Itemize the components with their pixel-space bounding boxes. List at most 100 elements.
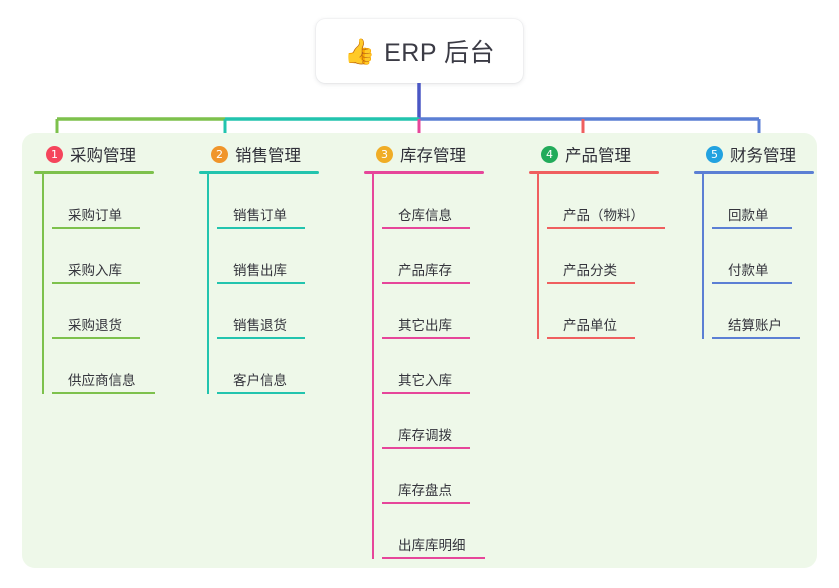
branch-header-rule: [34, 171, 154, 174]
branch-children: 产品（物料） 产品分类产品单位: [529, 174, 665, 339]
branch-badge-2: 2: [211, 145, 228, 163]
branch-children: 销售订单销售出库销售退货客户信息: [199, 174, 319, 394]
root-node[interactable]: 👍 ERP 后台: [316, 19, 523, 83]
branch-header-rule: [199, 171, 319, 174]
branch-header-库存管理[interactable]: 3 库存管理: [364, 141, 484, 167]
branch-child-rule: [217, 282, 305, 284]
branch-child-item[interactable]: 销售出库: [217, 229, 319, 284]
branch-column-财务管理: 5 财务管理回款单付款单结算账户: [694, 141, 814, 339]
branch-child-rule: [52, 337, 140, 339]
branch-header-rule: [529, 171, 659, 174]
branch-badge-1: 1: [46, 145, 63, 163]
branch-spine: [537, 174, 539, 339]
branch-children: 回款单付款单结算账户: [694, 174, 814, 339]
branch-child-item[interactable]: 付款单: [712, 229, 814, 284]
branch-child-item[interactable]: 供应商信息: [52, 339, 155, 394]
branch-child-rule: [547, 337, 635, 339]
branch-child-rule: [382, 227, 470, 229]
branch-child-item[interactable]: 出库库明细: [382, 504, 485, 559]
branch-child-label: 结算账户: [728, 318, 782, 333]
branch-label: 财务管理: [730, 147, 796, 165]
branch-spine: [372, 174, 374, 559]
branch-child-label: 销售退货: [233, 318, 287, 333]
branch-child-item[interactable]: 库存调拨: [382, 394, 484, 449]
branch-child-item[interactable]: 产品单位: [547, 284, 659, 339]
branch-child-rule: [52, 282, 140, 284]
branch-child-rule: [712, 337, 800, 339]
branch-child-label: 仓库信息: [398, 208, 452, 223]
branch-child-label: 回款单: [728, 208, 769, 223]
branch-children: 仓库信息产品库存其它出库其它入库库存调拨库存盘点出库库明细: [364, 174, 485, 559]
branch-header-rule: [364, 171, 484, 174]
branch-label: 产品管理: [565, 147, 631, 165]
branch-label: 采购管理: [70, 147, 136, 165]
branch-label: 销售管理: [235, 147, 301, 165]
branch-child-rule: [52, 392, 155, 394]
branch-child-item[interactable]: 其它入库: [382, 339, 484, 394]
branch-child-label: 产品库存: [398, 263, 452, 278]
branch-spine: [207, 174, 209, 394]
branch-child-rule: [712, 282, 792, 284]
branch-child-item[interactable]: 其它出库: [382, 284, 484, 339]
branch-child-item[interactable]: 产品（物料）: [547, 174, 665, 229]
thumbs-up-icon: 👍: [343, 36, 376, 66]
branch-child-label: 库存调拨: [398, 428, 452, 443]
branch-child-rule: [712, 227, 792, 229]
branch-child-label: 销售出库: [233, 263, 287, 278]
branch-child-item[interactable]: 结算账户: [712, 284, 814, 339]
branch-child-item[interactable]: 采购订单: [52, 174, 154, 229]
branch-child-label: 其它入库: [398, 373, 452, 388]
branch-child-rule: [547, 227, 665, 229]
branch-child-label: 其它出库: [398, 318, 452, 333]
root-title: ERP 后台: [384, 39, 496, 67]
branch-child-rule: [217, 337, 305, 339]
branch-child-item[interactable]: 采购入库: [52, 229, 154, 284]
branch-column-销售管理: 2 销售管理销售订单销售出库销售退货客户信息: [199, 141, 319, 394]
branch-badge-3: 3: [376, 145, 393, 163]
branch-child-rule: [382, 447, 470, 449]
branch-badge-4: 4: [541, 145, 558, 163]
branch-child-label: 产品（物料）: [563, 208, 644, 223]
branch-child-item[interactable]: 客户信息: [217, 339, 319, 394]
branch-badge-5: 5: [706, 145, 723, 163]
branch-child-item[interactable]: 销售退货: [217, 284, 319, 339]
branch-child-rule: [382, 557, 485, 559]
branch-child-label: 客户信息: [233, 373, 287, 388]
branch-child-rule: [547, 282, 635, 284]
branch-spine: [42, 174, 44, 394]
branch-column-采购管理: 1 采购管理采购订单采购入库采购退货供应商信息: [34, 141, 155, 394]
branch-column-产品管理: 4 产品管理产品（物料） 产品分类产品单位: [529, 141, 665, 339]
branch-child-label: 采购订单: [68, 208, 122, 223]
branch-header-采购管理[interactable]: 1 采购管理: [34, 141, 154, 167]
branch-child-item[interactable]: 仓库信息: [382, 174, 484, 229]
branch-child-item[interactable]: 产品库存: [382, 229, 484, 284]
branch-header-产品管理[interactable]: 4 产品管理: [529, 141, 659, 167]
branch-header-销售管理[interactable]: 2 销售管理: [199, 141, 319, 167]
branch-child-item[interactable]: 采购退货: [52, 284, 154, 339]
branch-child-item[interactable]: 回款单: [712, 174, 814, 229]
branch-child-item[interactable]: 库存盘点: [382, 449, 484, 504]
branch-child-rule: [382, 337, 470, 339]
branch-child-item[interactable]: 销售订单: [217, 174, 319, 229]
branch-child-label: 产品单位: [563, 318, 617, 333]
branch-column-库存管理: 3 库存管理仓库信息产品库存其它出库其它入库库存调拨库存盘点出库库明细: [364, 141, 485, 559]
branch-label: 库存管理: [400, 147, 466, 165]
branch-child-rule: [382, 392, 470, 394]
branch-child-label: 销售订单: [233, 208, 287, 223]
branch-child-rule: [217, 227, 305, 229]
branch-child-item[interactable]: 产品分类: [547, 229, 659, 284]
branch-child-rule: [52, 227, 140, 229]
branch-child-rule: [382, 502, 470, 504]
branch-child-label: 采购退货: [68, 318, 122, 333]
branch-spine: [702, 174, 704, 339]
branches-panel: [22, 133, 817, 568]
branch-header-rule: [694, 171, 814, 174]
branch-child-label: 出库库明细: [398, 538, 466, 553]
branch-child-label: 采购入库: [68, 263, 122, 278]
branch-child-label: 库存盘点: [398, 483, 452, 498]
branch-header-财务管理[interactable]: 5 财务管理: [694, 141, 814, 167]
branch-children: 采购订单采购入库采购退货供应商信息: [34, 174, 155, 394]
branch-child-label: 付款单: [728, 263, 769, 278]
branch-child-rule: [217, 392, 305, 394]
